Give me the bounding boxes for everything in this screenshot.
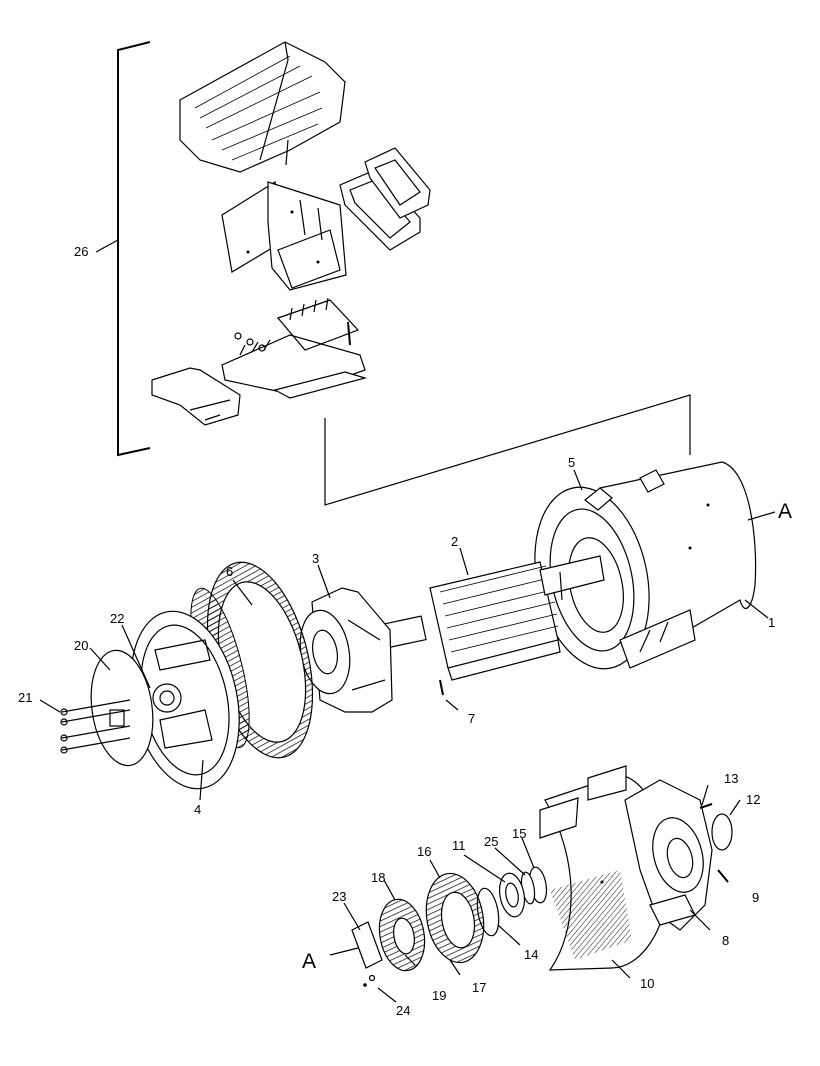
callout-16: 16 bbox=[417, 844, 431, 859]
callout-22: 22 bbox=[110, 611, 124, 626]
terminal-box-side-panels bbox=[221, 180, 347, 291]
cover-plate bbox=[90, 649, 154, 767]
screws-24 bbox=[363, 974, 397, 1003]
bolts bbox=[60, 699, 131, 754]
rectifier-assembly bbox=[329, 921, 383, 969]
callout-6: 6 bbox=[226, 564, 233, 579]
callout-2: 2 bbox=[451, 534, 458, 549]
callout-1: 1 bbox=[768, 615, 775, 630]
exciter-rotor bbox=[378, 898, 426, 972]
callout-11: 11 bbox=[452, 838, 466, 853]
screw-13 bbox=[699, 803, 713, 809]
bearing-11 bbox=[498, 872, 526, 918]
terminal-box-bracket bbox=[117, 41, 151, 457]
callout-9: 9 bbox=[752, 890, 759, 905]
callout-8: 8 bbox=[722, 933, 729, 948]
callout-19: 19 bbox=[432, 988, 446, 1003]
callout-14: 14 bbox=[524, 947, 538, 962]
callout-21: 21 bbox=[18, 690, 32, 705]
callout-12: 12 bbox=[746, 792, 760, 807]
leader-lines bbox=[39, 239, 741, 976]
callout-7: 7 bbox=[468, 711, 475, 726]
callout-15: 15 bbox=[512, 826, 526, 841]
callout-13: 13 bbox=[724, 771, 738, 786]
callout-10: 10 bbox=[640, 976, 654, 991]
callout-18: 18 bbox=[371, 870, 385, 885]
callout-5: 5 bbox=[568, 455, 575, 470]
callout-17: 17 bbox=[472, 980, 486, 995]
reference-mark-a-right: A bbox=[778, 500, 792, 523]
callout-24: 24 bbox=[396, 1003, 410, 1018]
terminal-box-gaskets bbox=[339, 147, 431, 251]
callout-25: 25 bbox=[484, 834, 498, 849]
callout-23: 23 bbox=[332, 889, 346, 904]
fan bbox=[299, 587, 393, 713]
exciter-end-bracket bbox=[624, 779, 713, 931]
reference-mark-a-left: A bbox=[302, 950, 316, 973]
screw-9 bbox=[717, 869, 729, 883]
callout-4: 4 bbox=[194, 802, 201, 817]
terminal-box-cover bbox=[179, 41, 346, 173]
terminal-lead-assembly bbox=[221, 297, 368, 399]
callout-20: 20 bbox=[74, 638, 88, 653]
callout-26: 26 bbox=[74, 244, 88, 259]
rotor-assembly bbox=[381, 555, 605, 681]
terminal-base-plate bbox=[151, 367, 241, 426]
bearing-cap bbox=[711, 813, 733, 851]
connector-bracket-lines bbox=[324, 394, 691, 506]
callout-3: 3 bbox=[312, 551, 319, 566]
bolt-7 bbox=[439, 679, 459, 711]
exciter-stator bbox=[425, 872, 485, 964]
